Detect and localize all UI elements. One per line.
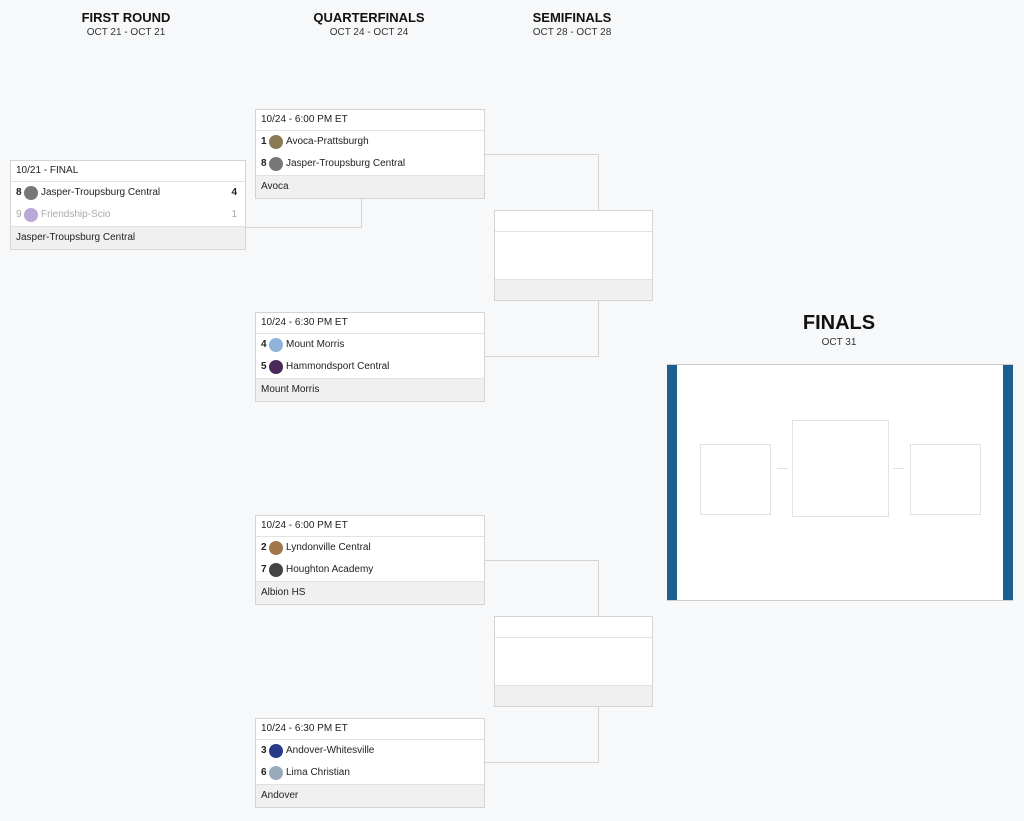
team-logo-icon — [269, 360, 283, 374]
matchup-footer: Mount Morris — [256, 378, 484, 401]
matchup-semifinal-2[interactable] — [494, 616, 653, 707]
connector — [484, 560, 598, 561]
connector — [484, 154, 598, 155]
round-dates: OCT 28 - OCT 28 — [532, 27, 612, 38]
accent-bar — [667, 365, 677, 600]
matchup-quarterfinal-1[interactable]: 10/24 - 6:00 PM ET 1 Avoca-Prattsburgh 8… — [255, 109, 485, 199]
matchup-quarterfinal-4[interactable]: 10/24 - 6:30 PM ET 3 Andover-Whitesville… — [255, 718, 485, 808]
matchup-header: 10/24 - 6:00 PM ET — [256, 110, 484, 131]
team-logo-icon — [269, 541, 283, 555]
seed: 3 — [261, 745, 267, 756]
team-name: Jasper-Troupsburg Central — [286, 158, 406, 169]
team-name: Andover-Whitesville — [286, 745, 375, 756]
team-row[interactable]: 5 Hammondsport Central — [256, 356, 484, 378]
team-logo-icon — [24, 186, 38, 200]
round-title: FIRST ROUND — [81, 10, 171, 25]
round-header-first-round: FIRST ROUND OCT 21 - OCT 21 — [26, 10, 226, 38]
connector — [361, 199, 362, 228]
matchup-header: 10/24 - 6:00 PM ET — [256, 516, 484, 537]
matchup-quarterfinal-3[interactable]: 10/24 - 6:00 PM ET 2 Lyndonville Central… — [255, 515, 485, 605]
round-dates: OCT 21 - OCT 21 — [86, 27, 166, 38]
matchup-header: 10/24 - 6:30 PM ET — [256, 313, 484, 334]
team-row[interactable]: 8 Jasper-Troupsburg Central 4 — [11, 182, 245, 204]
accent-bar — [1003, 365, 1013, 600]
team-row[interactable]: 6 Lima Christian — [256, 762, 484, 784]
matchup-header: 10/21 - FINAL — [11, 161, 245, 182]
seed: 8 — [261, 158, 267, 169]
matchup-footer: Jasper-Troupsburg Central — [11, 226, 245, 249]
finals-date: OCT 31 — [821, 337, 857, 348]
finals-header: FINALS OCT 31 — [739, 312, 939, 348]
connector — [484, 762, 598, 763]
score: 4 — [231, 187, 237, 198]
seed: 6 — [261, 767, 267, 778]
round-title: QUARTERFINALS — [313, 10, 425, 25]
round-header-semifinals: SEMIFINALS OCT 28 - OCT 28 — [472, 10, 672, 38]
team-logo-icon — [269, 338, 283, 352]
finals-team-slot — [700, 444, 771, 515]
connector — [484, 356, 598, 357]
seed: 1 — [261, 136, 267, 147]
matchup-first-round-1[interactable]: 10/21 - FINAL 8 Jasper-Troupsburg Centra… — [10, 160, 246, 250]
matchup-footer: Albion HS — [256, 581, 484, 604]
connector — [245, 227, 362, 228]
divider — [777, 468, 788, 469]
team-logo-icon — [269, 135, 283, 149]
round-header-quarterfinals: QUARTERFINALS OCT 24 - OCT 24 — [269, 10, 469, 38]
matchup-quarterfinal-2[interactable]: 10/24 - 6:30 PM ET 4 Mount Morris 5 Hamm… — [255, 312, 485, 402]
finals-title: FINALS — [802, 312, 876, 334]
team-logo-icon — [269, 744, 283, 758]
matchup-semifinal-1[interactable] — [494, 210, 653, 301]
finals-panel[interactable] — [667, 364, 1013, 601]
round-title: SEMIFINALS — [532, 10, 612, 25]
matchup-footer: Andover — [256, 784, 484, 807]
team-name: Hammondsport Central — [286, 361, 390, 372]
team-name: Avoca-Prattsburgh — [286, 136, 369, 147]
finals-trophy-slot — [792, 420, 889, 517]
team-row[interactable]: 1 Avoca-Prattsburgh — [256, 131, 484, 153]
seed: 9 — [16, 209, 22, 220]
team-name: Mount Morris — [286, 339, 345, 350]
round-dates: OCT 24 - OCT 24 — [329, 27, 409, 38]
score: 1 — [231, 209, 237, 220]
matchup-header: 10/24 - 6:30 PM ET — [256, 719, 484, 740]
team-row[interactable]: 8 Jasper-Troupsburg Central — [256, 153, 484, 175]
team-row[interactable]: 4 Mount Morris — [256, 334, 484, 356]
team-name: Houghton Academy — [286, 564, 374, 575]
divider — [893, 468, 904, 469]
team-row[interactable]: 3 Andover-Whitesville — [256, 740, 484, 762]
team-logo-icon — [24, 208, 38, 222]
team-name: Lima Christian — [286, 767, 350, 778]
team-row[interactable]: 7 Houghton Academy — [256, 559, 484, 581]
seed: 4 — [261, 339, 267, 350]
finals-team-slot — [910, 444, 981, 515]
matchup-footer: Avoca — [256, 175, 484, 198]
team-logo-icon — [269, 157, 283, 171]
team-row[interactable]: 2 Lyndonville Central — [256, 537, 484, 559]
team-logo-icon — [269, 766, 283, 780]
team-logo-icon — [269, 563, 283, 577]
seed: 2 — [261, 542, 267, 553]
team-name: Jasper-Troupsburg Central — [41, 187, 161, 198]
team-name: Lyndonville Central — [286, 542, 371, 553]
seed: 8 — [16, 187, 22, 198]
seed: 5 — [261, 361, 267, 372]
team-row[interactable]: 9 Friendship-Scio 1 — [11, 204, 245, 226]
seed: 7 — [261, 564, 267, 575]
team-name: Friendship-Scio — [41, 209, 111, 220]
